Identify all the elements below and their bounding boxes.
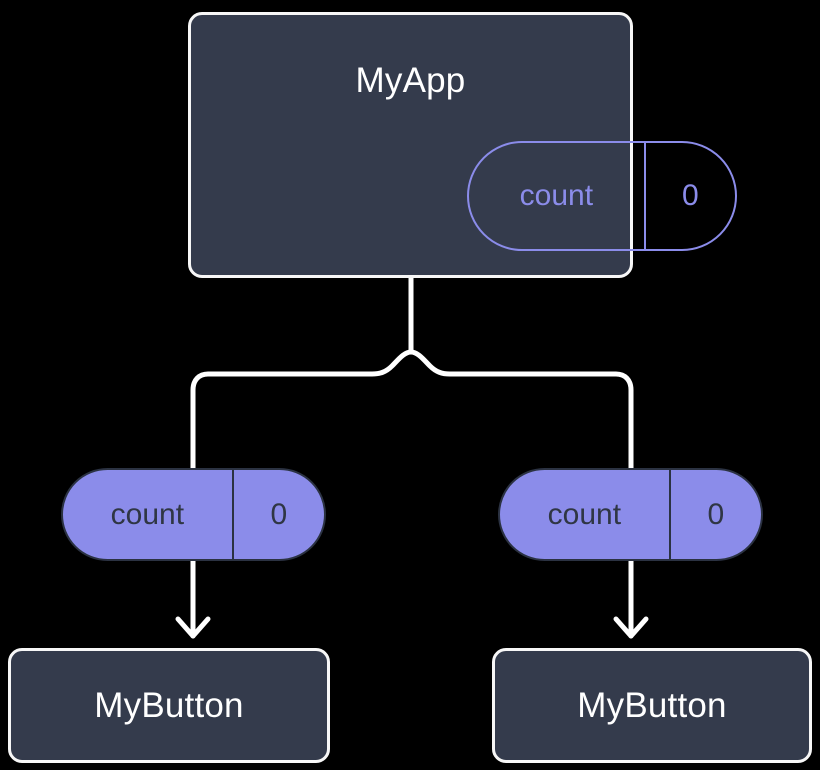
state-pill-key: count [469,143,646,249]
component-title-mybutton: MyButton [577,686,727,725]
prop-pill-key: count [63,470,234,559]
edge-arrow-left-head [175,616,211,639]
prop-pill-key: count [500,470,671,559]
prop-pill-value: 0 [707,497,725,531]
prop-pill-count-right[interactable]: count 0 [498,468,763,561]
edge-arrow-right-head [613,616,649,639]
component-title-mybutton: MyButton [94,686,244,725]
component-title-myapp: MyApp [355,61,466,100]
component-card-myapp[interactable]: MyApp count 0 [188,12,737,278]
prop-pill-value: 0 [270,497,288,531]
component-card-mybutton-left[interactable]: MyButton [8,648,330,763]
prop-pill-count-left[interactable]: count 0 [61,468,326,561]
state-pill-value: 0 [681,179,699,212]
component-card-mybutton-right[interactable]: MyButton [492,648,812,763]
state-pill-count[interactable]: count 0 [467,141,737,251]
